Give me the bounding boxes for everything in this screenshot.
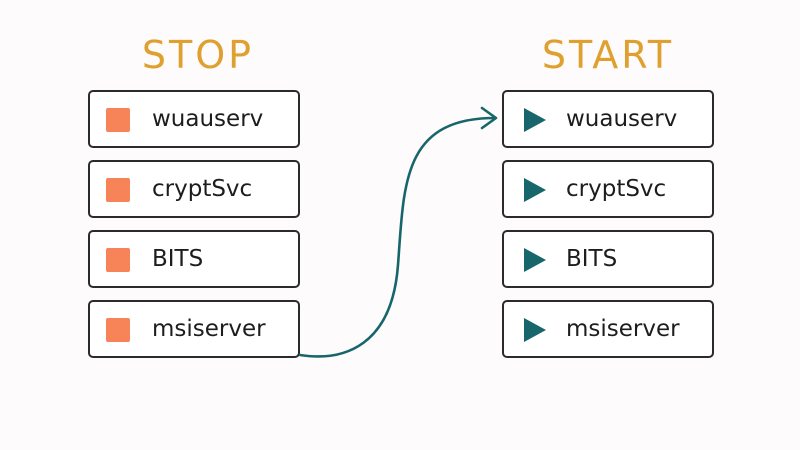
stop-service-label: wuauserv [152, 106, 264, 132]
play-triangle-icon [524, 248, 546, 272]
start-service-label: msiserver [566, 316, 680, 342]
start-service-label: cryptSvc [566, 176, 667, 202]
stop-service-label: cryptSvc [152, 176, 253, 202]
stop-service-label: msiserver [152, 316, 266, 342]
play-triangle-icon [524, 178, 546, 202]
stop-service-list: wuauserv cryptSvc BITS msiserver [88, 90, 300, 370]
stop-service-box: BITS [88, 230, 300, 288]
stop-square-icon [106, 248, 130, 272]
play-triangle-icon [524, 318, 546, 342]
play-triangle-icon [524, 108, 546, 132]
start-service-box: BITS [502, 230, 714, 288]
stop-square-icon [106, 178, 130, 202]
start-service-list: wuauserv cryptSvc BITS msiserver [502, 90, 714, 370]
flow-arrow-curve [298, 116, 497, 358]
flow-arrow-head-icon [480, 106, 498, 130]
start-service-box: wuauserv [502, 90, 714, 148]
stop-service-box: cryptSvc [88, 160, 300, 218]
start-service-box: cryptSvc [502, 160, 714, 218]
stop-square-icon [106, 108, 130, 132]
start-service-label: BITS [566, 246, 618, 272]
stop-square-icon [106, 318, 130, 342]
stop-service-label: BITS [152, 246, 204, 272]
start-service-box: msiserver [502, 300, 714, 358]
start-heading: START [541, 33, 675, 77]
stop-service-box: wuauserv [88, 90, 300, 148]
stop-heading: STOP [141, 33, 255, 77]
stop-service-box: msiserver [88, 300, 300, 358]
start-service-label: wuauserv [566, 106, 678, 132]
